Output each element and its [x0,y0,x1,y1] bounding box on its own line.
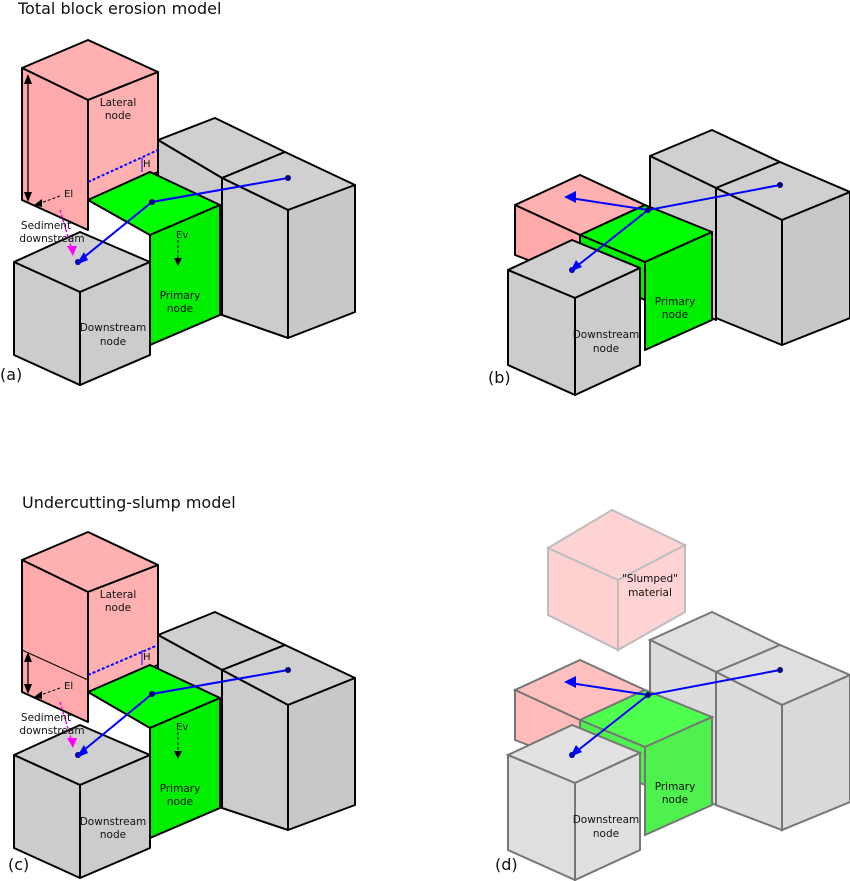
lateral-label-line1: Lateral [100,97,137,109]
title-undercutting-slump: Undercutting-slump model [22,493,236,512]
panel-label-c: (c) [8,855,29,874]
ev-label: Ev [176,722,188,733]
sediment-label-line2: downstream [19,725,84,737]
panel-d: "Slumped" material Primary node Downstre… [495,508,850,881]
sediment-label-line1: Sediment [21,220,71,232]
downstream-node-front [79,261,151,386]
panel-c: Lateral node H El Ev Sediment downstream… [8,531,356,879]
right-grey-block-right [287,184,356,339]
lateral-label-line1: Lateral [100,589,137,601]
downstream-label-line2: node [100,336,126,348]
downstream-label-line1: Downstream [573,329,640,341]
primary-label-line1: Primary [160,783,201,795]
lateral-node-front [21,67,89,231]
dotted-height-line [87,149,159,183]
downstream-label-line1: Downstream [573,814,640,826]
h-label: H [143,652,151,663]
sediment-label-line2: downstream [19,233,84,245]
title-total-block-erosion: Total block erosion model [17,0,221,18]
primary-node-front [644,231,713,351]
downstream-label-line1: Downstream [80,322,147,334]
downstream-label-line2: node [593,828,619,840]
slumped-label-line2: material [628,587,672,599]
primary-label-line2: node [662,309,688,321]
slumped-material-block [545,508,688,652]
el-label: El [64,681,73,692]
panel-label-d: (d) [495,855,518,874]
panel-b: Primary node Downstream node (b) [488,129,850,396]
el-label: El [64,189,73,200]
downstream-label-line1: Downstream [80,816,147,828]
downstream-label-line2: node [593,343,619,355]
lateral-node-side [87,71,159,201]
primary-label-line2: node [662,794,688,806]
primary-label-line1: Primary [655,781,696,793]
lateral-label-line2: node [105,602,131,614]
slumped-label-line1: "Slumped" [622,573,678,585]
sediment-arrow [59,209,73,251]
h-label: H [143,159,151,170]
primary-label-line2: node [167,303,193,315]
lateral-label-line2: node [105,110,131,122]
panel-label-b: (b) [488,368,511,387]
panel-a: Lateral node H El Ev Sediment downstream… [0,39,356,386]
primary-label-line1: Primary [160,290,201,302]
ev-label: Ev [176,230,188,241]
downstream-label-line2: node [100,829,126,841]
primary-label-line1: Primary [655,296,696,308]
panel-label-a: (a) [0,365,22,384]
sediment-label-line1: Sediment [21,712,71,724]
primary-label-line2: node [167,796,193,808]
primary-node-front [644,715,713,837]
